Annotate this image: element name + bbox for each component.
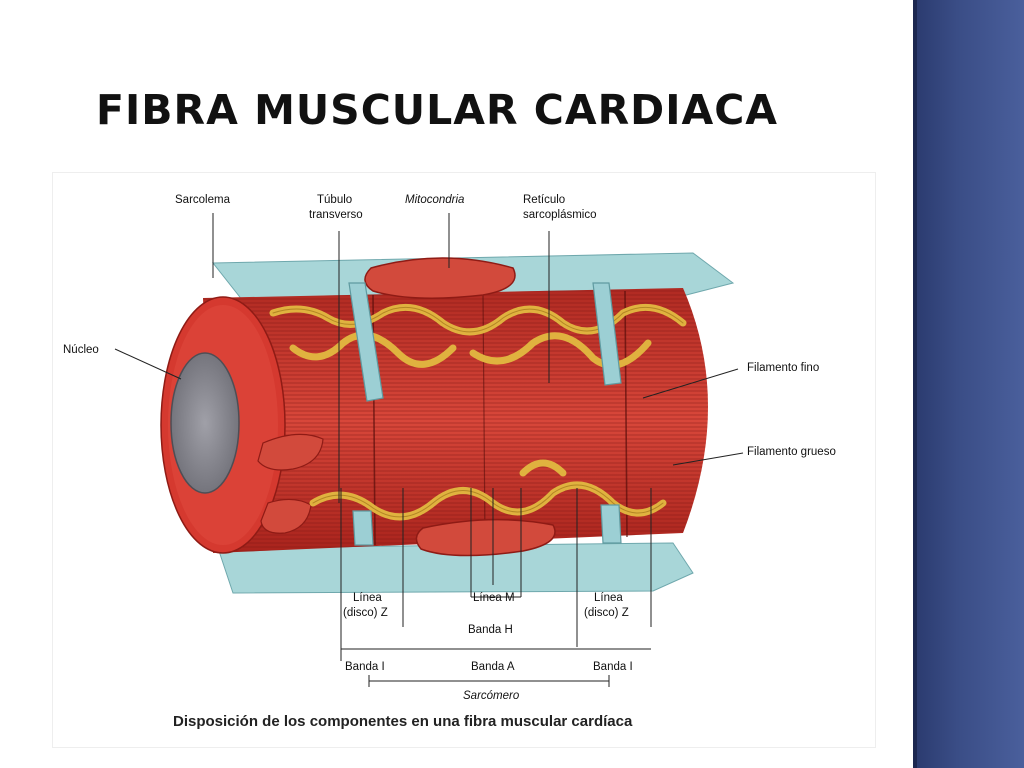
- label-banda-i-left: Banda I: [345, 661, 385, 673]
- figure-caption: Disposición de los componentes en una fi…: [173, 713, 633, 730]
- label-banda-a: Banda A: [471, 661, 515, 673]
- label-sarcolema: Sarcolema: [175, 194, 231, 206]
- label-reticulo-1: Retículo: [523, 194, 565, 206]
- label-banda-h: Banda H: [468, 624, 513, 636]
- decorative-sidebar: [913, 0, 1024, 768]
- label-banda-i-right: Banda I: [593, 661, 633, 673]
- transverse-tubules: [348, 282, 622, 546]
- nucleus: [170, 352, 240, 494]
- label-sarcomero: Sarcómero: [463, 690, 520, 702]
- label-nucleo: Núcleo: [63, 344, 99, 356]
- label-tubulo-1: Túbulo: [317, 194, 352, 206]
- label-linea-z-right-1: Línea: [594, 592, 623, 604]
- leader-lines: [114, 213, 744, 687]
- label-tubulo-2: transverso: [309, 209, 363, 221]
- label-linea-z-left-2: (disco) Z: [343, 607, 388, 619]
- mitochondria: [257, 257, 556, 557]
- diagram-labels: Sarcolema Túbulo transverso Mitocondria …: [63, 194, 836, 702]
- cardiac-fiber-figure: Sarcolema Túbulo transverso Mitocondria …: [52, 172, 876, 748]
- slide-title: FIBRA MUSCULAR CARDIACA: [96, 86, 779, 134]
- label-filamento-fino: Filamento fino: [747, 362, 819, 374]
- label-linea-m: Línea M: [473, 592, 515, 604]
- label-filamento-grueso: Filamento grueso: [747, 446, 836, 458]
- label-reticulo-2: sarcoplásmico: [523, 209, 597, 221]
- label-mitocondria: Mitocondria: [405, 194, 464, 206]
- label-linea-z-left-1: Línea: [353, 592, 382, 604]
- label-linea-z-right-2: (disco) Z: [584, 607, 629, 619]
